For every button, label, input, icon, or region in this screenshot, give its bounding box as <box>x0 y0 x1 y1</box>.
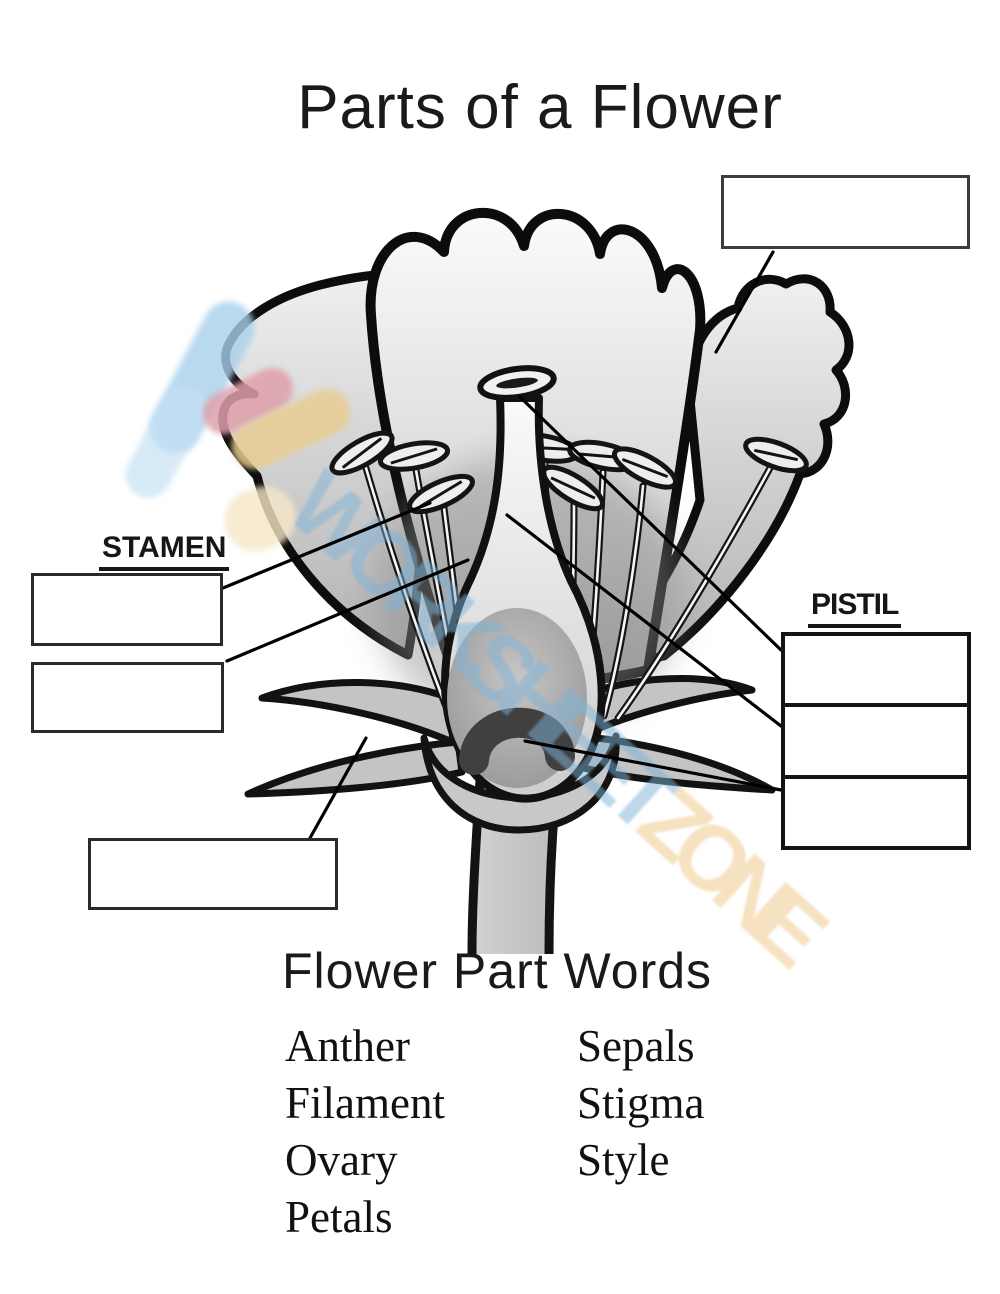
watermark-logo-stroke-blue-light <box>117 378 215 506</box>
word-bank-column-2: Sepals Stigma Style <box>577 1018 705 1189</box>
answer-box-style[interactable] <box>785 707 967 775</box>
sepal-left-upper <box>258 678 459 746</box>
stigma <box>477 365 557 401</box>
watermark-text-primary: WORKSHEET <box>269 452 689 845</box>
leader-line-petal <box>714 250 775 354</box>
answer-box-sepal[interactable] <box>88 838 338 910</box>
word-bank-column-1: Anther Filament Ovary Petals <box>285 1018 445 1246</box>
word-filament: Filament <box>285 1078 445 1128</box>
pistil-label: PISTIL <box>808 588 902 628</box>
stamen-label: STAMEN <box>99 531 230 571</box>
pistil-stack-divider <box>785 774 967 779</box>
pistil-stack-divider <box>785 703 967 708</box>
answer-box-pistil-stack <box>781 632 971 850</box>
stem-right-edge <box>544 779 562 955</box>
answer-box-ovary[interactable] <box>785 778 967 846</box>
word-ovary: Ovary <box>285 1135 398 1185</box>
answer-box-petal[interactable] <box>721 175 970 249</box>
sepal-left-lower <box>244 738 466 798</box>
leader-line-stigma <box>518 395 783 652</box>
stamen-anthers <box>329 430 809 515</box>
word-stigma: Stigma <box>577 1078 705 1128</box>
word-petals: Petals <box>285 1192 393 1242</box>
page-title: Parts of a Flower <box>297 73 783 142</box>
word-sepals: Sepals <box>577 1021 695 1071</box>
leader-line-sepal <box>308 736 368 840</box>
answer-box-filament[interactable] <box>31 662 224 733</box>
word-bank-heading: Flower Part Words <box>282 943 713 999</box>
answer-box-stigma[interactable] <box>785 636 967 704</box>
stem <box>472 780 557 954</box>
stem-left-edge <box>467 779 485 955</box>
watermark-text: WORKSHEETZONE <box>268 452 837 979</box>
word-style: Style <box>577 1135 670 1185</box>
answer-box-anther[interactable] <box>31 573 223 646</box>
word-anther: Anther <box>285 1021 410 1071</box>
